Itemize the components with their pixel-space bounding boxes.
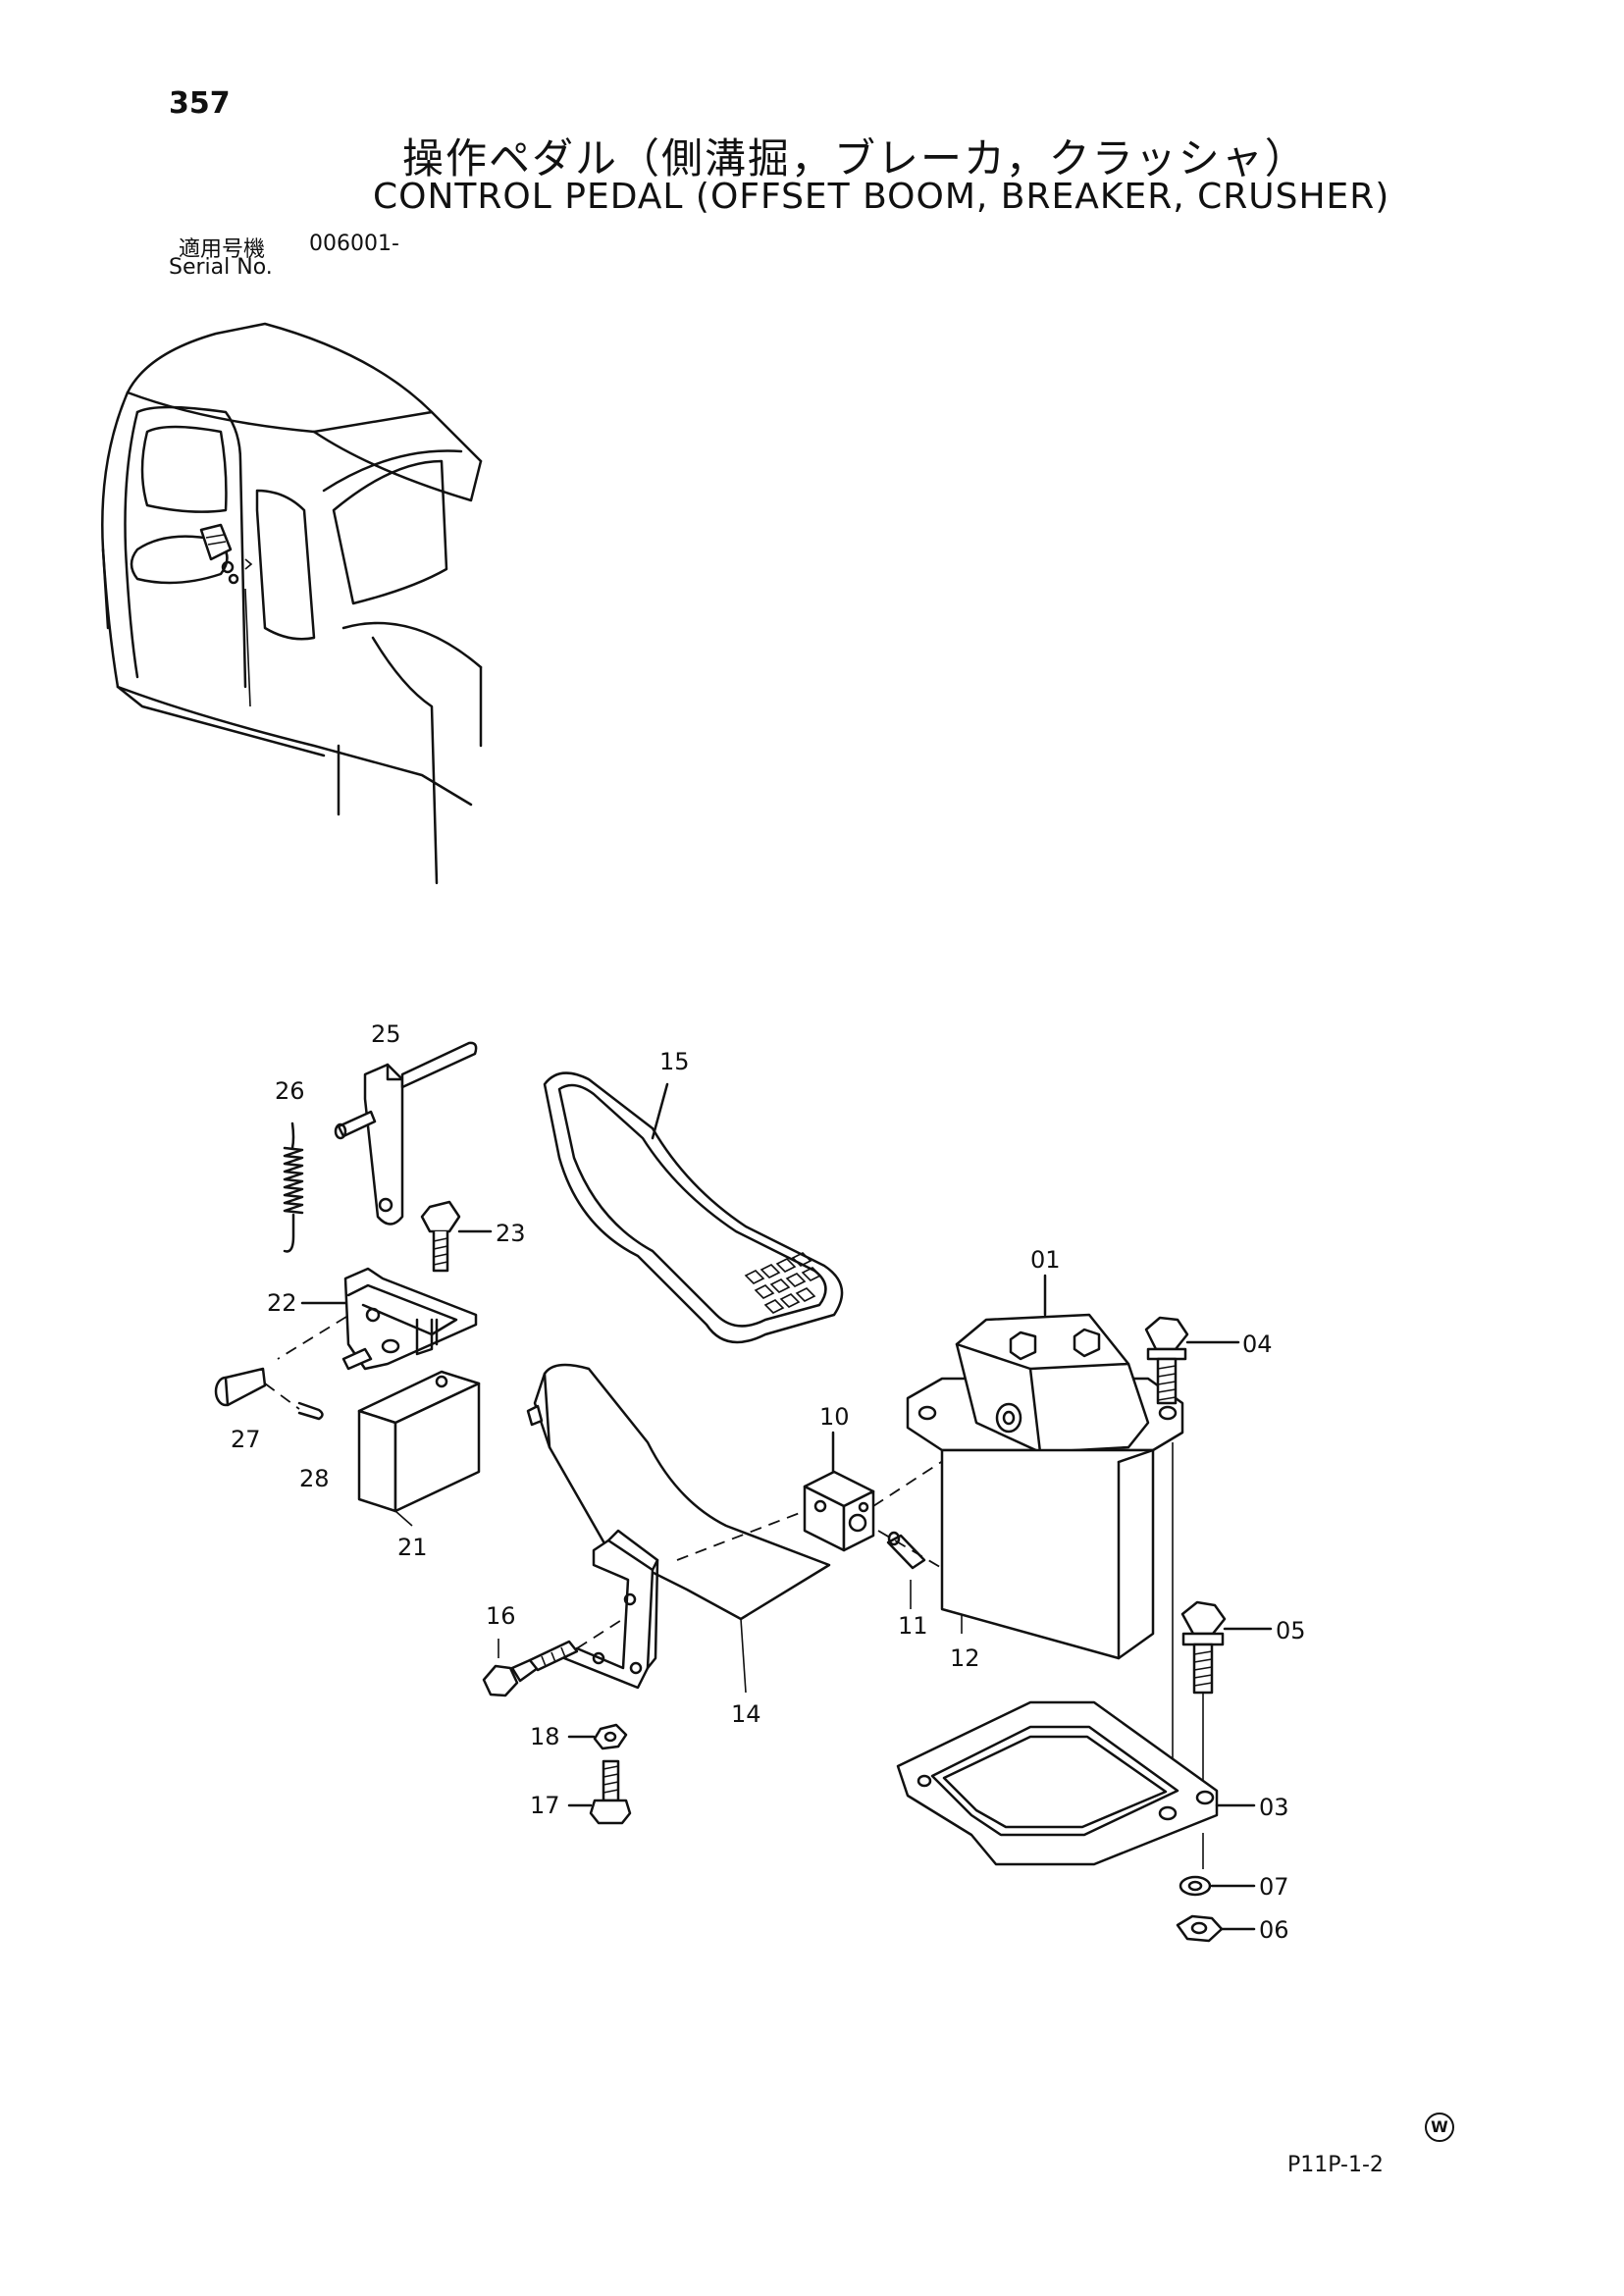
part-14-pedal [526,1363,831,1694]
part-23-bolt [420,1200,493,1273]
part-16-bolt [482,1618,624,1697]
part-04-bolt [1144,1316,1240,1405]
part-10-joint-block [676,1431,972,1561]
callout-12: 12 [950,1644,980,1672]
part-27-pin [214,1367,267,1407]
part-21-rubber-block [357,1370,481,1527]
part-25-lever-bracket [334,1041,478,1226]
callout-14: 14 [731,1700,761,1728]
part-18-nut [567,1723,628,1750]
part-17-stopper-bolt [567,1759,632,1825]
page-number: 357 [169,86,231,121]
part-15-pedal-rubber-cover [543,1071,844,1344]
callout-16: 16 [486,1602,516,1630]
part-22-pedal-base-bracket [277,1267,478,1371]
part-11-pin [886,1531,926,1609]
part-26-spring [283,1122,304,1253]
serial-label-japanese: 適用号機 [179,237,266,262]
callout-17: 17 [530,1792,560,1819]
callout-03: 03 [1259,1794,1289,1821]
callout-27: 27 [231,1426,261,1453]
callout-22: 22 [267,1289,297,1317]
title-japanese: 操作ペダル（側溝掘，ブレーカ，クラッシャ） [402,134,1308,183]
part-03-mounting-plate [896,1700,1256,1869]
callout-11: 11 [898,1612,928,1640]
callout-06: 06 [1259,1916,1289,1944]
part-07-washer [1179,1875,1256,1897]
callout-25: 25 [371,1020,401,1048]
callout-26: 26 [275,1077,305,1105]
callout-15: 15 [659,1048,690,1075]
part-06-nut [1176,1914,1256,1943]
callout-04: 04 [1242,1331,1273,1358]
title-english: CONTROL PEDAL (OFFSET BOOM, BREAKER, CRU… [373,177,1390,217]
part-28-split-pin [264,1383,324,1421]
callout-21: 21 [397,1534,428,1561]
cab-overview-drawing [101,322,483,885]
callout-18: 18 [530,1723,560,1750]
serial-label-english: Serial No. [169,255,273,280]
callout-05: 05 [1276,1617,1306,1644]
callout-23: 23 [496,1220,526,1247]
part-05-bolt [1180,1600,1273,1791]
callout-10: 10 [819,1403,850,1431]
serial-value: 006001- [309,232,399,256]
callout-01: 01 [1030,1246,1061,1274]
w-mark-icon: W [1425,2113,1454,2142]
drawing-code: P11P-1-2 [1287,2153,1384,2177]
part-01-pilot-valve [906,1274,1184,1815]
callout-07: 07 [1259,1873,1289,1901]
callout-28: 28 [299,1465,330,1492]
